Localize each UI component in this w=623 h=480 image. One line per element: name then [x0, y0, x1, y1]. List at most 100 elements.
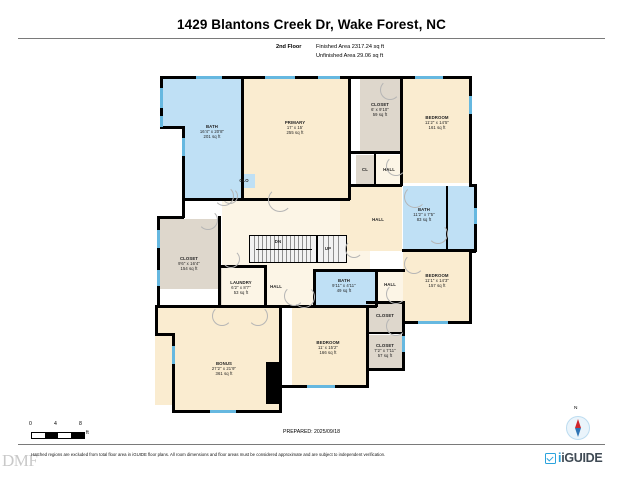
room-bath-main-b — [182, 78, 242, 198]
header-divider — [18, 38, 605, 39]
disclaimer-text: Hatched regions are excluded from total … — [31, 452, 386, 457]
compass-label: N — [574, 406, 578, 411]
wall-e-bed-s — [366, 305, 369, 387]
scale-unit: ft — [86, 430, 89, 436]
room-bedroom-south — [292, 307, 367, 387]
prepared-date: PREPARED: 2025/09/18 — [283, 429, 340, 435]
window-e-1 — [469, 96, 472, 114]
window-w-3 — [182, 138, 185, 156]
room-bath-east-b — [448, 186, 476, 251]
wall-w-5 — [172, 333, 175, 413]
scale-bar — [31, 432, 85, 439]
wall-e-1 — [469, 76, 472, 186]
wall-int-bathE-s — [402, 249, 474, 252]
wall-e-jog-1 — [469, 184, 476, 187]
door-arc-closet-ne — [380, 80, 400, 100]
wall-jog-4 — [155, 333, 174, 336]
unfinished-area: Unfinished Area 29.06 sq ft — [316, 52, 384, 59]
wall-jog-2 — [157, 216, 184, 219]
window-s-2 — [307, 385, 335, 388]
window-n-4 — [415, 76, 443, 79]
door-arc-hall-s — [248, 306, 268, 326]
window-s-3 — [418, 321, 448, 324]
door-arc-closet-w — [198, 210, 218, 230]
wall-int-laundry-e — [264, 265, 267, 307]
room-cl — [356, 155, 375, 185]
iguide-brand-prefix: i — [558, 451, 562, 465]
door-arc-bedroom-se — [404, 254, 424, 274]
wall-int-bathC-n — [313, 269, 377, 272]
room-bedroom-ne — [403, 78, 471, 183]
compass-needle-south — [575, 428, 581, 437]
door-arc-stair — [345, 240, 363, 258]
iguide-logo: iiGUIDE — [545, 451, 603, 465]
label-hall-4: HALL — [270, 284, 282, 289]
label-hall-1: HALL — [383, 167, 395, 172]
window-w-2 — [160, 116, 163, 127]
scale-tick-0: 0 — [29, 421, 32, 427]
footer-divider — [18, 444, 605, 445]
wall-jog-1 — [160, 126, 184, 129]
door-arc-bath-ctr — [293, 286, 315, 308]
door-arc-bedroom-s — [284, 286, 304, 306]
room-primary — [243, 78, 348, 198]
wall-int-closet-e — [400, 76, 403, 186]
window-n-2 — [265, 76, 295, 79]
window-s-1 — [210, 410, 236, 413]
wall-int-hall-s — [348, 184, 402, 187]
window-w-6 — [172, 346, 175, 364]
window-n-1 — [196, 76, 222, 79]
iguide-brand-name: iGUIDE — [561, 451, 603, 465]
finished-area: Finished Area 2317.24 sq ft — [316, 44, 385, 50]
compass-needle-north — [575, 419, 581, 428]
wall-e-3 — [469, 250, 472, 324]
window-n-3 — [318, 76, 340, 79]
wall-s-3 — [366, 368, 405, 371]
label-hall-2: HALL — [372, 217, 384, 222]
wall-w-2 — [182, 126, 185, 218]
label-clo: CLO — [239, 178, 249, 183]
room-bath-center — [315, 271, 375, 306]
door-arc-closet-se — [386, 284, 406, 304]
wall-int-primary-w — [241, 76, 244, 200]
stairs-up — [317, 235, 347, 263]
wall-int-closetSE-s — [366, 332, 404, 335]
door-arc-clo-small — [222, 188, 238, 204]
door-arc-laundry — [222, 250, 240, 268]
scale-tick-max: 8 — [79, 421, 82, 427]
label-cl: CL — [362, 167, 368, 172]
page-title: 1429 Blantons Creek Dr, Wake Forest, NC — [177, 17, 446, 32]
room-closet-south — [368, 335, 403, 370]
door-arc-closet-s — [386, 316, 406, 336]
window-e-3 — [402, 336, 405, 352]
iguide-mark-icon — [545, 452, 556, 464]
door-arc-hall-upper — [386, 156, 406, 176]
wall-int-cl-e — [374, 153, 377, 186]
wall-n-1 — [160, 76, 472, 79]
wall-w-4 — [155, 305, 158, 335]
wall-int-laundry-n — [218, 265, 266, 268]
door-arc-bedroom-ne — [404, 186, 426, 208]
label-hall-3: DN — [274, 239, 282, 244]
door-arc-bonus — [212, 306, 232, 326]
wall-int-bonus-n — [184, 305, 280, 308]
scale-tick-mid: 4 — [54, 421, 57, 427]
wall-int-primary-e — [348, 76, 351, 200]
wall-e-closet-s — [402, 301, 405, 370]
door-arc-primary-s — [268, 188, 292, 212]
stairs-down — [249, 235, 317, 263]
door-arc-bath-east — [428, 224, 448, 244]
wall-int-closetSE-n — [366, 301, 404, 304]
